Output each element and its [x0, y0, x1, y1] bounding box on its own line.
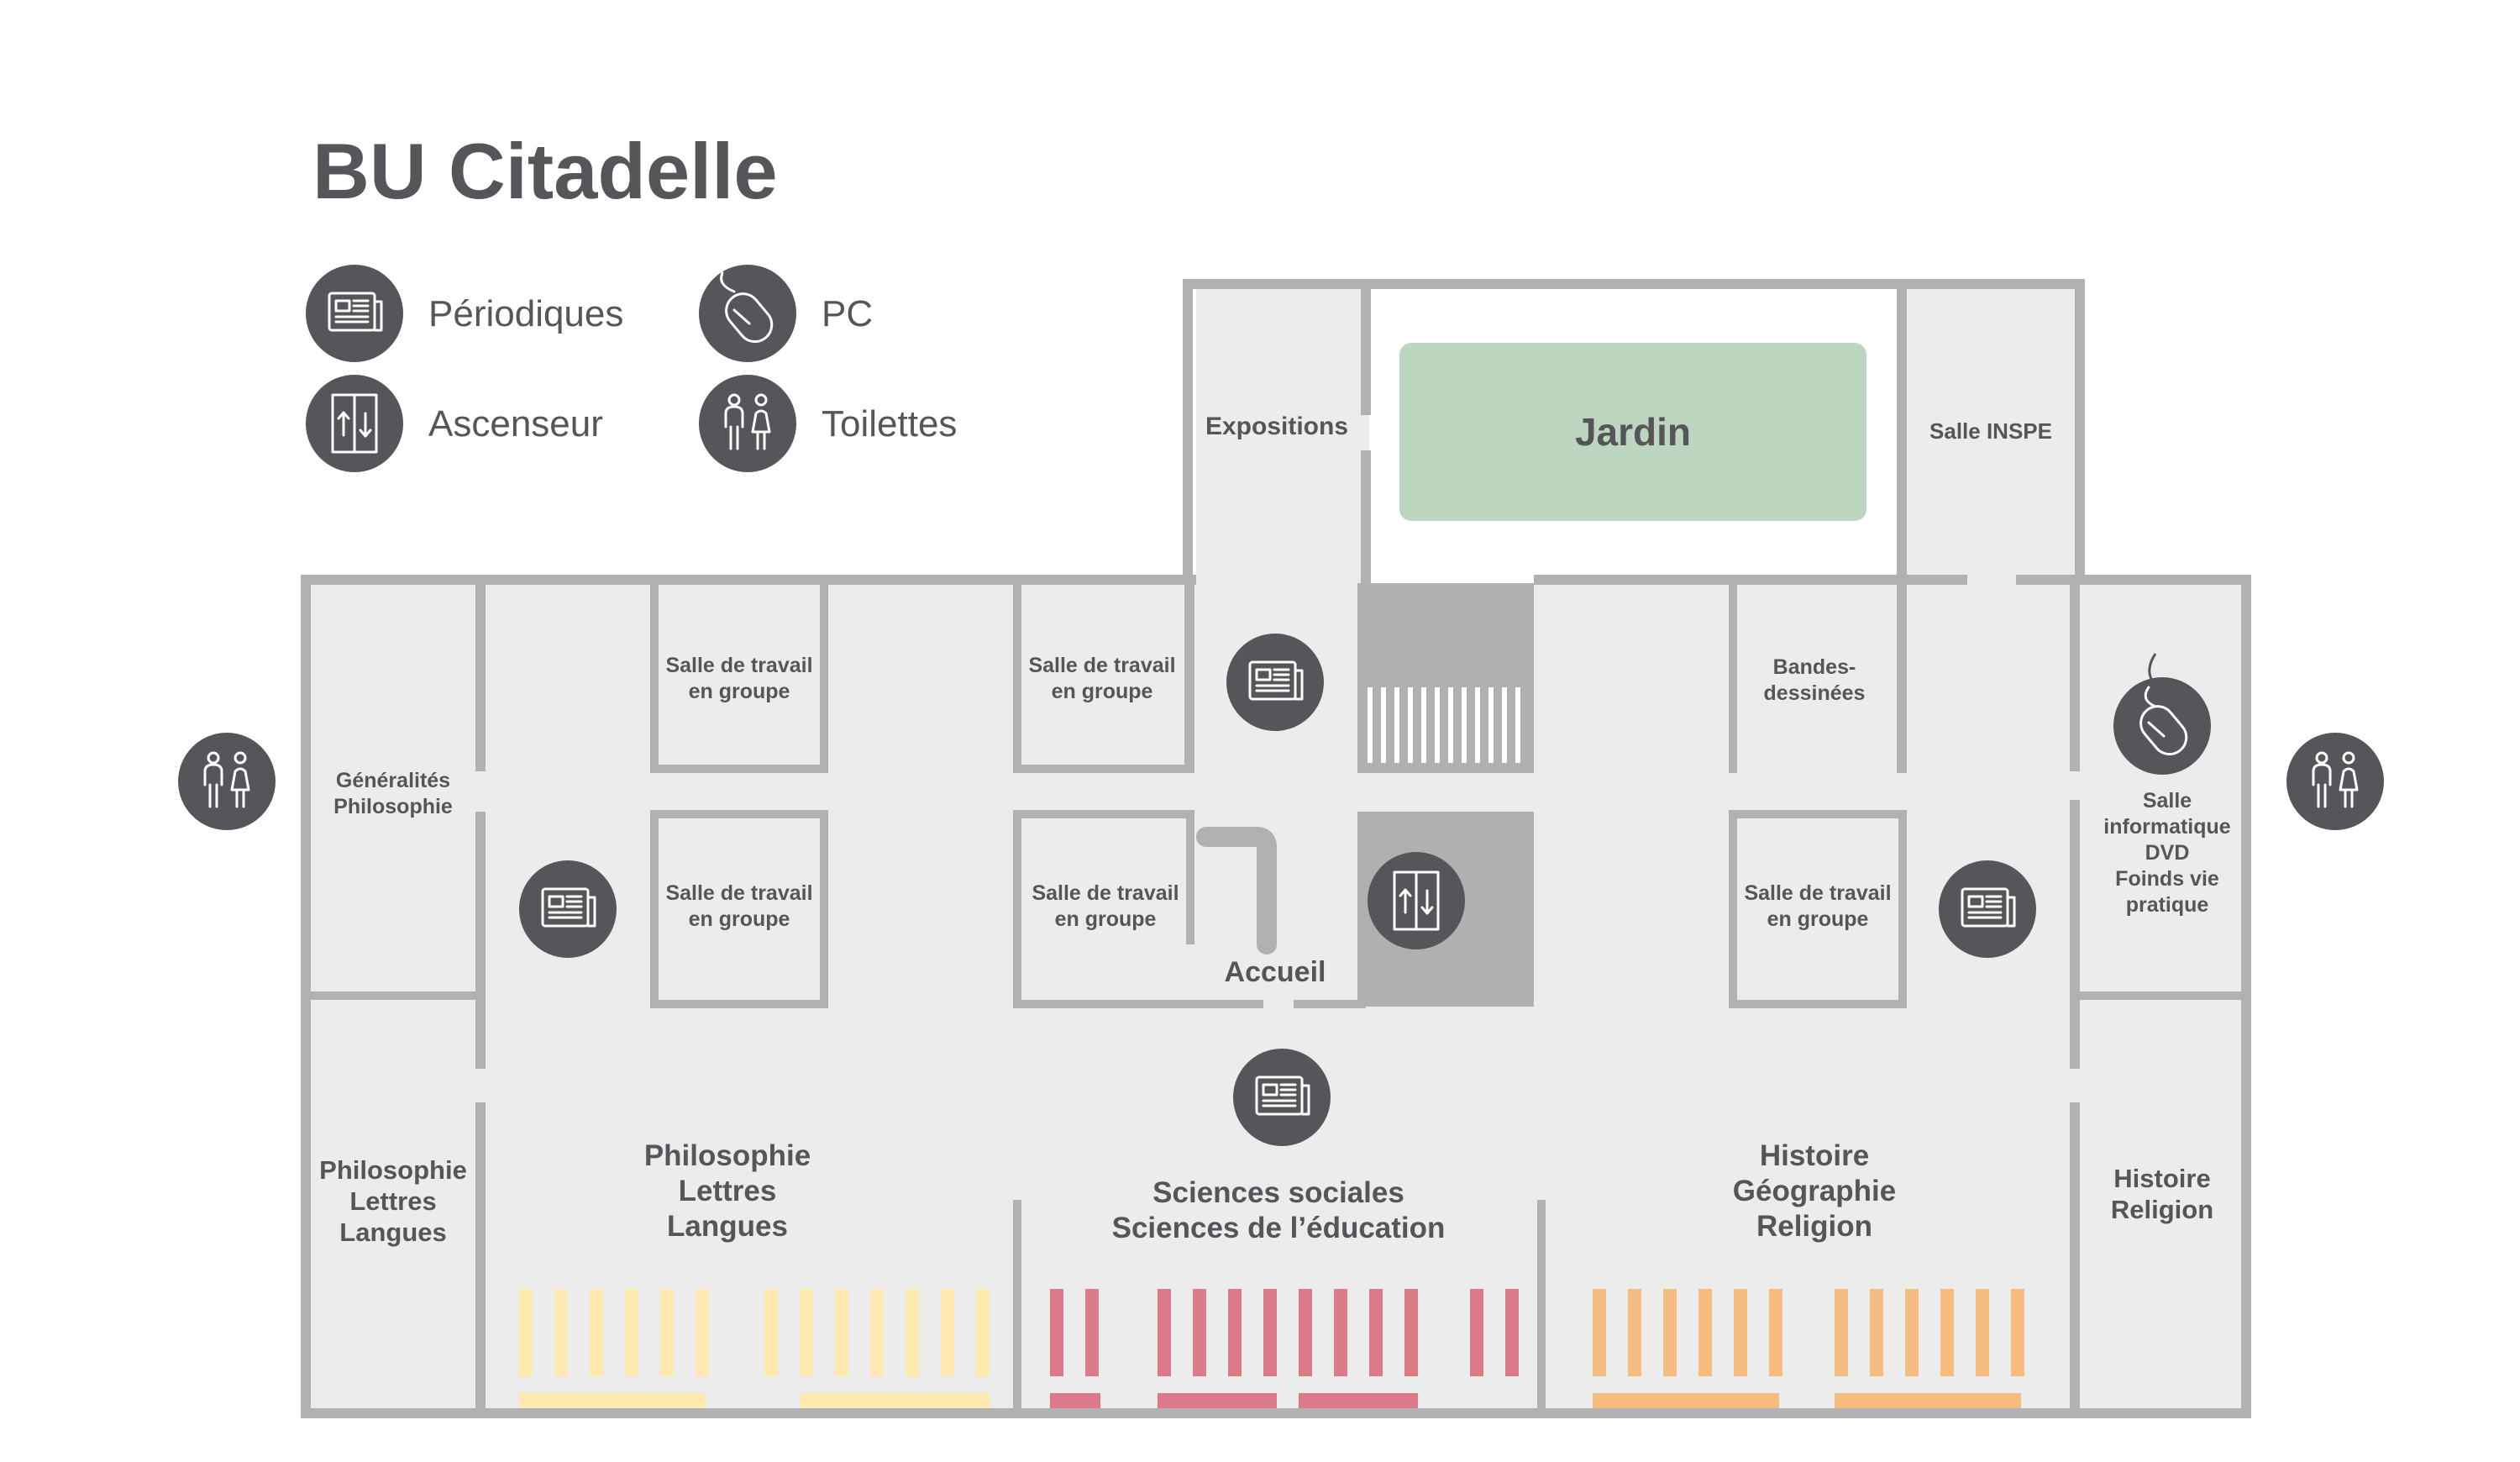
svg-text:dessinées: dessinées [1764, 681, 1866, 705]
svg-text:Langues: Langues [667, 1210, 788, 1243]
svg-text:DVD: DVD [2145, 841, 2190, 865]
svg-text:Salle de travail: Salle de travail [665, 654, 812, 677]
expositions-label: Expositions [1205, 413, 1348, 440]
svg-text:Généralités: Généralités [336, 769, 450, 792]
toilets-icon [178, 733, 276, 830]
legend-periodicals: Périodiques [306, 265, 623, 362]
group-room-4-label: Salle de travail en groupe [1032, 881, 1179, 931]
accueil-label: Accueil [1225, 956, 1326, 988]
svg-text:Lettres: Lettres [679, 1175, 777, 1207]
newspaper-icon [1233, 1049, 1331, 1146]
toilets-icon [699, 375, 796, 472]
pc-marker[interactable] [2113, 653, 2211, 775]
room-labels: Salle de travail en groupe Salle de trav… [319, 654, 2231, 1247]
svg-text:Histoire: Histoire [1760, 1139, 1869, 1172]
newspaper-icon [1226, 634, 1324, 731]
map-markers [178, 634, 2384, 1146]
legend-elevator-label: Ascenseur [428, 403, 603, 444]
svg-text:en groupe: en groupe [1052, 680, 1153, 703]
toilets-icon [2286, 733, 2384, 830]
svg-text:Géographie: Géographie [1733, 1175, 1896, 1207]
newspaper-icon [519, 860, 617, 958]
svg-text:pratique: pratique [2126, 893, 2209, 917]
garden [1399, 343, 1866, 521]
histoire-rel-label: Histoire Religion [2111, 1164, 2213, 1224]
group-room-1-label: Salle de travail en groupe [665, 654, 812, 703]
group-room-3-label: Salle de travail en groupe [1028, 654, 1175, 703]
svg-text:en groupe: en groupe [689, 680, 790, 703]
histoire-geo-label: Histoire Géographie Religion [1733, 1139, 1896, 1243]
svg-text:Religion: Religion [2111, 1195, 2213, 1224]
legend-pc: PC [699, 265, 873, 362]
svg-text:Salle: Salle [2143, 789, 2192, 813]
phil-small-label: Philosophie Lettres Langues [319, 1155, 467, 1247]
svg-text:Philosophie: Philosophie [333, 795, 453, 818]
svg-text:Sciences de l’éducation: Sciences de l’éducation [1112, 1212, 1446, 1244]
elevator-marker[interactable] [1368, 852, 1465, 949]
mouse-icon [699, 265, 796, 362]
svg-text:Religion: Religion [1756, 1210, 1872, 1243]
svg-text:Salle de travail: Salle de travail [1032, 881, 1179, 905]
periodicals-marker-1[interactable] [1226, 634, 1324, 731]
sciences-label: Sciences sociales Sciences de l’éducatio… [1112, 1176, 1446, 1244]
stair-steps [1368, 687, 1520, 763]
svg-text:Lettres: Lettres [349, 1186, 436, 1216]
shelves-histoire [1593, 1289, 2024, 1408]
legend: Périodiques Ascenseur PC [306, 265, 957, 472]
svg-text:en groupe: en groupe [1767, 907, 1869, 931]
legend-periodicals-label: Périodiques [428, 293, 623, 334]
newspaper-icon [1939, 860, 2036, 958]
newspaper-icon [306, 265, 403, 362]
svg-text:Salle de travail: Salle de travail [1744, 881, 1891, 905]
svg-text:informatique: informatique [2103, 815, 2230, 839]
upper-annex: Expositions Jardin Salle INSPE [1183, 279, 2085, 584]
svg-text:Histoire: Histoire [2113, 1164, 2210, 1193]
svg-text:Philosophie: Philosophie [644, 1139, 811, 1172]
periodicals-marker-3[interactable] [1939, 860, 2036, 958]
accueil-desk [1196, 827, 1277, 955]
map-title: BU Citadelle [312, 127, 778, 215]
toilets-marker-left[interactable] [178, 733, 276, 830]
svg-text:Philosophie: Philosophie [319, 1155, 467, 1185]
group-room-2-label: Salle de travail en groupe [665, 881, 812, 931]
salle-inspe-label: Salle INSPE [1929, 418, 2052, 444]
legend-toilets: Toilettes [699, 375, 957, 472]
legend-toilets-label: Toilettes [822, 403, 957, 444]
bd-label: Bandes- dessinées [1764, 655, 1866, 705]
svg-text:Sciences sociales: Sciences sociales [1152, 1176, 1404, 1209]
shelves-sciences [1050, 1289, 1519, 1408]
generalites-label: Généralités Philosophie [333, 769, 453, 818]
shelves-philosophie [519, 1289, 990, 1408]
svg-text:en groupe: en groupe [1055, 907, 1157, 931]
periodicals-marker-2[interactable] [519, 860, 617, 958]
mouse-icon [2113, 677, 2211, 775]
svg-text:Langues: Langues [339, 1217, 446, 1247]
svg-text:Salle de travail: Salle de travail [1028, 654, 1175, 677]
svg-text:Foinds vie: Foinds vie [2115, 867, 2219, 891]
salle-info-label: Salle informatique DVD Foinds vie pratiq… [2103, 789, 2230, 917]
jardin-label: Jardin [1575, 410, 1691, 454]
group-room-5-label: Salle de travail en groupe [1744, 881, 1891, 931]
svg-text:Bandes-: Bandes- [1773, 655, 1856, 679]
svg-text:en groupe: en groupe [689, 907, 790, 931]
phil-big-label: Philosophie Lettres Langues [644, 1139, 811, 1243]
legend-elevator: Ascenseur [306, 375, 603, 472]
toilets-marker-right[interactable] [2286, 733, 2384, 830]
periodicals-marker-4[interactable] [1233, 1049, 1331, 1146]
svg-text:Salle de travail: Salle de travail [665, 881, 812, 905]
legend-pc-label: PC [822, 293, 873, 334]
